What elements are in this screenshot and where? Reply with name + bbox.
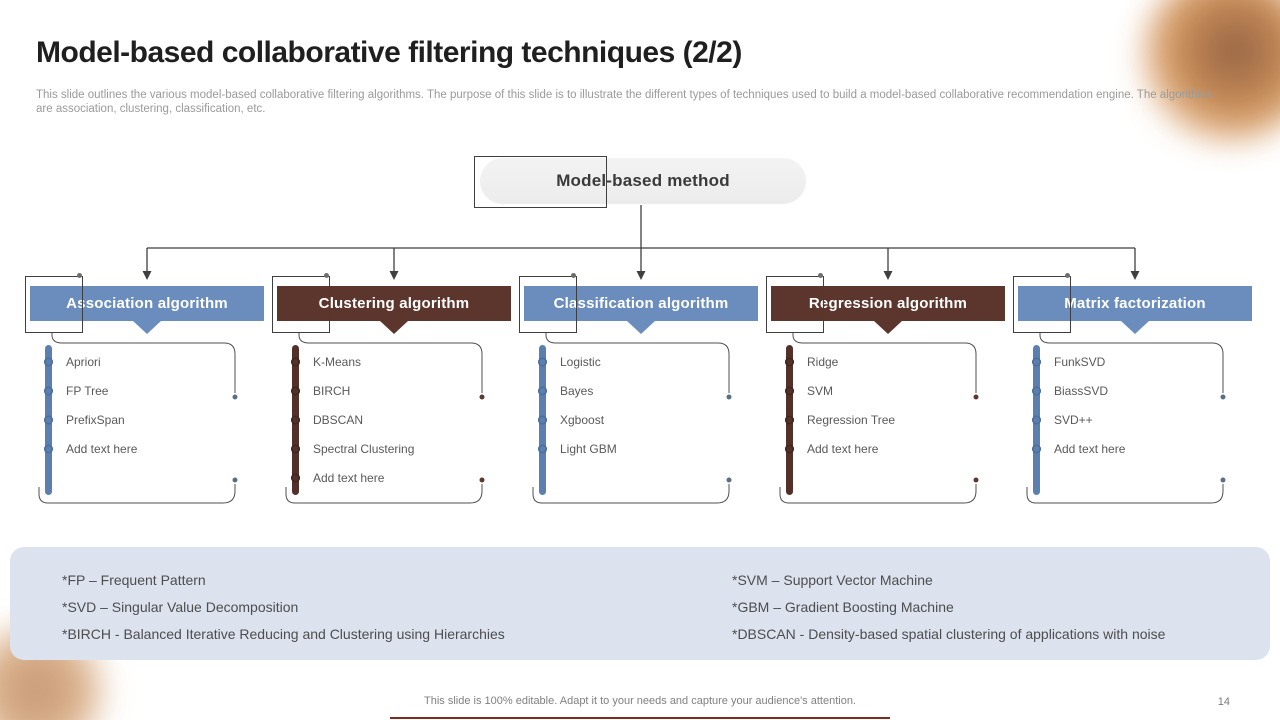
branch-panel: Apriori FP Tree PrefixSpan Add text here — [30, 333, 264, 508]
bullet-dot-icon — [1032, 357, 1041, 366]
page-number: 14 — [1217, 696, 1230, 708]
bullet-dot-icon — [291, 473, 300, 482]
branch-header-association: Association algorithm — [25, 273, 264, 334]
branch-header-classification: Classification algorithm — [519, 273, 758, 334]
list-item: FP Tree — [30, 376, 264, 405]
branch-header-label: Regression algorithm — [808, 295, 968, 312]
header-pointer-icon — [627, 321, 655, 334]
branch-header-label: Classification algorithm — [553, 295, 729, 312]
branch-header-label: Matrix factorization — [1064, 295, 1206, 312]
branch-panel: Logistic Bayes Xgboost Light GBM — [524, 333, 758, 508]
list-item: Regression Tree — [771, 405, 1005, 434]
panel-frame — [38, 333, 238, 504]
bullet-dot-icon — [291, 444, 300, 453]
list-item: Ridge — [771, 347, 1005, 376]
bullet-dot-icon — [538, 357, 547, 366]
list-item: SVM — [771, 376, 1005, 405]
branch-association: Association algorithm Apriori FP Tree Pr… — [25, 273, 264, 504]
footnote-svm: *SVM – Support Vector Machine — [732, 572, 933, 588]
footnote-dbscan: *DBSCAN - Density-based spatial clusteri… — [732, 626, 1166, 642]
bullet-dot-icon — [785, 357, 794, 366]
bullet-dot-icon — [44, 357, 53, 366]
bullet-dot-icon — [785, 415, 794, 424]
list-item: PrefixSpan — [30, 405, 264, 434]
slide-subtitle: This slide outlines the various model-ba… — [36, 89, 1213, 115]
editable-note: This slide is 100% editable. Adapt it to… — [424, 695, 856, 707]
list-item: BiassSVD — [1018, 376, 1252, 405]
branch-matrix-factorization: Matrix factorization FunkSVD BiassSVD SV… — [1013, 273, 1252, 504]
bullet-dot-icon — [291, 415, 300, 424]
bullet-dot-icon — [291, 386, 300, 395]
header-pointer-icon — [133, 321, 161, 334]
bullet-dot-icon — [538, 444, 547, 453]
panel-frame — [285, 333, 485, 504]
branch-header-clustering: Clustering algorithm — [272, 273, 511, 334]
branch-header-matrix-factorization: Matrix factorization — [1013, 273, 1252, 334]
bottom-accent-line — [390, 717, 890, 719]
header-outline-decoration — [1013, 276, 1071, 333]
footnote-svd: *SVD – Singular Value Decomposition — [62, 599, 299, 615]
footnote-gbm: *GBM – Gradient Boosting Machine — [732, 599, 954, 615]
branch-classification: Classification algorithm Logistic Bayes … — [519, 273, 758, 504]
list-item: SVD++ — [1018, 405, 1252, 434]
branch-header-regression: Regression algorithm — [766, 273, 1005, 334]
list-item: Apriori — [30, 347, 264, 376]
list-item-placeholder[interactable]: Add text here — [771, 434, 1005, 463]
list-item: Light GBM — [524, 434, 758, 463]
branch-regression: Regression algorithm Ridge SVM Regressio… — [766, 273, 1005, 504]
footnote-fp: *FP – Frequent Pattern — [62, 572, 206, 588]
branch-header-label: Association algorithm — [66, 295, 228, 312]
header-dot-icon — [818, 273, 823, 278]
header-dot-icon — [77, 273, 82, 278]
header-outline-decoration — [272, 276, 330, 333]
header-dot-icon — [324, 273, 329, 278]
header-outline-decoration — [766, 276, 824, 333]
list-item: DBSCAN — [277, 405, 511, 434]
branch-header-label: Clustering algorithm — [318, 295, 470, 312]
list-item-placeholder[interactable]: Add text here — [30, 434, 264, 463]
bullet-dot-icon — [785, 386, 794, 395]
root-node-outline — [474, 156, 607, 208]
list-item: Bayes — [524, 376, 758, 405]
header-dot-icon — [1065, 273, 1070, 278]
bullet-dot-icon — [538, 415, 547, 424]
list-item-placeholder[interactable]: Add text here — [1018, 434, 1252, 463]
root-node: Model-based method — [480, 158, 806, 204]
bullet-dot-icon — [1032, 415, 1041, 424]
panel-frame — [779, 333, 979, 504]
branch-panel: K-Means BIRCH DBSCAN Spectral Clustering… — [277, 333, 511, 508]
list-item: BIRCH — [277, 376, 511, 405]
header-pointer-icon — [380, 321, 408, 334]
bullet-dot-icon — [44, 444, 53, 453]
header-dot-icon — [571, 273, 576, 278]
list-item: K-Means — [277, 347, 511, 376]
list-item: FunkSVD — [1018, 347, 1252, 376]
branch-panel: Ridge SVM Regression Tree Add text here — [771, 333, 1005, 508]
branch-clustering: Clustering algorithm K-Means BIRCH DBSCA… — [272, 273, 511, 504]
footnote-panel: *FP – Frequent Pattern *SVD – Singular V… — [10, 547, 1270, 660]
bullet-dot-icon — [44, 386, 53, 395]
list-item-placeholder[interactable]: Add text here — [277, 463, 511, 492]
header-pointer-icon — [1121, 321, 1149, 334]
panel-frame — [532, 333, 732, 504]
bullet-dot-icon — [1032, 386, 1041, 395]
bullet-dot-icon — [291, 357, 300, 366]
list-item: Spectral Clustering — [277, 434, 511, 463]
list-item: Logistic — [524, 347, 758, 376]
header-outline-decoration — [519, 276, 577, 333]
list-item: Xgboost — [524, 405, 758, 434]
header-outline-decoration — [25, 276, 83, 333]
panel-frame — [1026, 333, 1226, 504]
page-title: Model-based collaborative filtering tech… — [36, 36, 742, 69]
header-pointer-icon — [874, 321, 902, 334]
bullet-dot-icon — [785, 444, 794, 453]
footnote-birch: *BIRCH - Balanced Iterative Reducing and… — [62, 626, 505, 642]
bullet-dot-icon — [1032, 444, 1041, 453]
branch-panel: FunkSVD BiassSVD SVD++ Add text here — [1018, 333, 1252, 508]
bullet-dot-icon — [538, 386, 547, 395]
bullet-dot-icon — [44, 415, 53, 424]
